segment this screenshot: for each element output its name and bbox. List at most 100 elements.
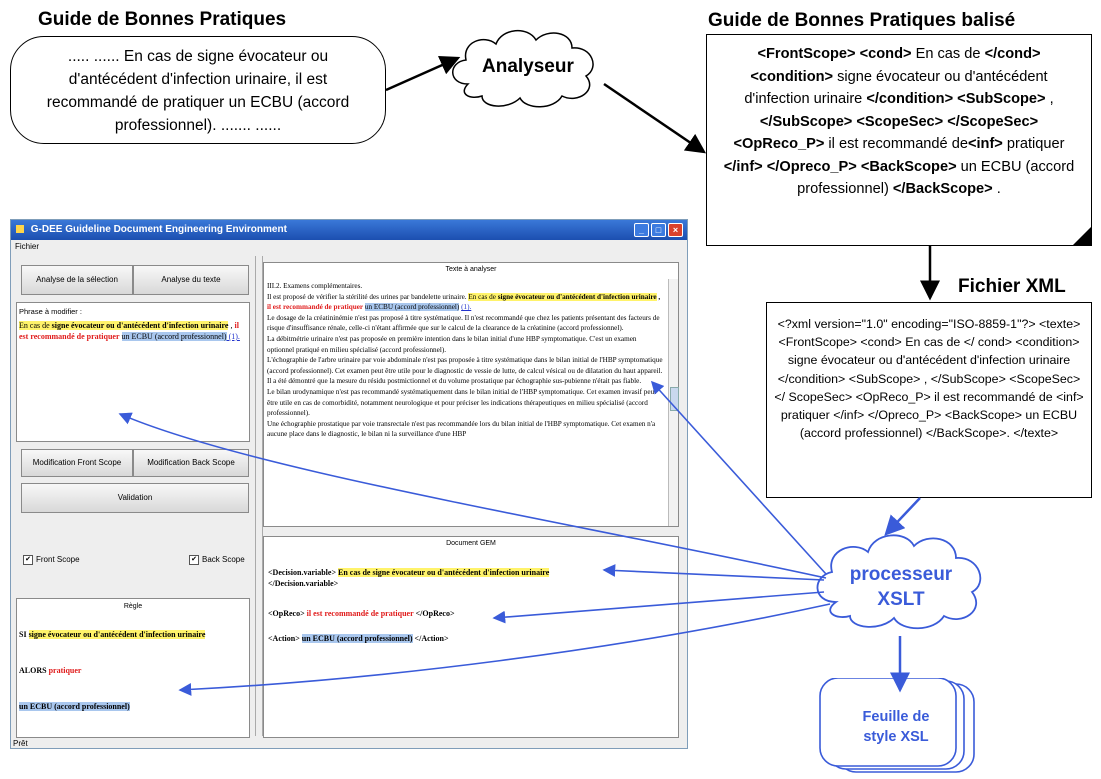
phrase-segment: il est recommandé de pratiquer: [19, 321, 239, 341]
gem-op-open: <OpReco>: [268, 609, 305, 618]
analyseur-cloud: [452, 30, 594, 108]
source-text-bubble: ..... ...... En cas de signe évocateur o…: [10, 36, 386, 144]
left-title: Guide de Bonnes Pratiques: [38, 9, 287, 30]
checkmark-icon: ✔: [189, 555, 199, 565]
analyse-texte-button[interactable]: Analyse du texte: [133, 265, 249, 295]
tagged-content: il est recommandé de: [824, 136, 968, 152]
tagged-content: signe évocateur ou d'antécédent d'infect…: [744, 68, 1048, 108]
maximize-icon[interactable]: □: [651, 223, 666, 237]
splitter[interactable]: [255, 256, 263, 736]
texte-highlight: ,: [656, 292, 661, 301]
scroll-thumb[interactable]: [670, 387, 679, 411]
gem-ac-close: </Action>: [414, 634, 449, 643]
gem-ac-text: un ECBU (accord professionnel): [301, 634, 413, 643]
checkmark-icon: ✔: [23, 555, 33, 565]
tagged-text: <FrontScope> <cond> En cas de </cond> <c…: [724, 46, 1074, 197]
phrase-segment: (1).: [226, 332, 240, 341]
xml-text: <?xml version="1.0" encoding="ISO-8859-1…: [774, 317, 1084, 441]
window-title: G-DEE Guideline Document Engineering Env…: [30, 224, 287, 235]
back-scope-label: Back Scope: [202, 555, 245, 565]
gem-dv-open: <Decision.variable>: [268, 568, 336, 577]
regle-panel: Règle SI signe évocateur ou d'antécédent…: [16, 598, 250, 738]
texte-paragraph: Le dosage de la créatininémie n'est pas …: [267, 313, 660, 333]
minimize-icon[interactable]: _: [634, 223, 649, 237]
window-titlebar: G-DEE Guideline Document Engineering Env…: [11, 220, 687, 240]
app-icon: [16, 225, 24, 234]
modification-back-button[interactable]: Modification Back Scope: [133, 449, 249, 477]
regle-action: pratiquer: [48, 666, 82, 675]
regle-object-line: un ECBU (accord professionnel): [19, 702, 130, 711]
texte-paragraph: L'échographie de l'arbre urinaire par vo…: [267, 356, 663, 386]
regle-alors-line: ALORS pratiquer: [19, 666, 81, 675]
tagged-guide-box: <FrontScope> <cond> En cas de </cond> <c…: [706, 34, 1092, 246]
validation-button[interactable]: Validation: [21, 483, 249, 513]
texte-scrollbar[interactable]: [668, 279, 679, 526]
gem-decision-variable: <Decision.variable> En cas de signe évoc…: [268, 567, 668, 589]
tagged-markup: </condition> <SubScope>: [866, 91, 1046, 107]
texte-highlight: (1).: [461, 303, 472, 312]
tagged-content: un ECBU (accord professionnel): [797, 158, 1075, 198]
phrase-label: Phrase à modifier :: [19, 307, 82, 316]
xsl-stack: [819, 678, 975, 773]
tagged-content: ,: [1045, 91, 1054, 107]
tagged-content: pratiquer: [1002, 136, 1065, 152]
gdee-window: G-DEE Guideline Document Engineering Env…: [10, 219, 688, 749]
regle-si-line: SI signe évocateur ou d'antécédent d'inf…: [19, 630, 206, 639]
tagged-markup: </SubScope> <ScopeSec> </ScopeSec> <OpRe…: [733, 113, 1039, 153]
gem-op-close: </OpReco>: [415, 609, 455, 618]
xml-box: <?xml version="1.0" encoding="ISO-8859-1…: [766, 302, 1092, 498]
gem-title: Document GEM: [446, 540, 496, 547]
xslt-label: processeur XSLT: [849, 564, 953, 610]
gem-op-text: il est recommandé de pratiquer: [306, 609, 414, 618]
xml-title: Fichier XML: [958, 276, 1066, 297]
texte-highlight: il est recommandé de pratiquer: [267, 303, 364, 312]
menu-fichier[interactable]: Fichier: [15, 242, 40, 251]
texte-highlight: signe évocateur ou d'antécédent d'infect…: [497, 292, 657, 301]
texte-panel: Texte à analyser III.2. Examens compléme…: [263, 262, 679, 527]
texte-paragraph: Il est proposé de vérifier la stérilité …: [267, 292, 661, 312]
texte-paragraph: Une échographie prostatique par voie tra…: [267, 419, 656, 439]
texte-highlight: En cas de: [468, 292, 498, 301]
gem-dv-text: En cas de signe évocateur ou d'antécéden…: [338, 568, 550, 577]
tagged-box-corner: [1072, 226, 1092, 246]
phrase-panel: Phrase à modifier : En cas de signe évoc…: [16, 302, 250, 442]
analyseur-label: Analyseur: [482, 56, 574, 77]
arrow-analyseur-to-tagged: [603, 82, 707, 154]
gem-dv-close: </Decision.variable>: [268, 579, 339, 588]
texte-highlight: un ECBU (accord professionnel): [364, 303, 460, 312]
regle-si: SI: [19, 630, 27, 639]
tagged-content: En cas de: [911, 46, 985, 62]
tagged-markup: </cond> <condition>: [750, 46, 1041, 85]
tagged-content: .: [992, 181, 1001, 197]
gem-panel: Document GEM <Decision.variable> En cas …: [263, 536, 679, 738]
texte-title: Texte à analyser: [445, 266, 497, 273]
gem-ac-open: <Action>: [268, 634, 300, 643]
gem-action: <Action> un ECBU (accord professionnel) …: [268, 634, 449, 643]
modification-front-button[interactable]: Modification Front Scope: [21, 449, 133, 477]
phrase-segment: ,: [228, 321, 235, 330]
analyse-selection-button[interactable]: Analyse de la sélection: [21, 265, 133, 295]
phrase-segment: signe évocateur ou d'antécédent d'infect…: [51, 321, 229, 330]
texte-paragraph: Le bilan urodynamique n'est pas recomman…: [267, 387, 657, 418]
tagged-markup: <FrontScope> <cond>: [757, 46, 912, 62]
texte-paragraph: La débitmétrie urinaire n'est pas propos…: [267, 334, 637, 354]
tagged-markup: </BackScope>: [892, 181, 993, 197]
status-bar: Prêt: [13, 739, 28, 748]
texte-body[interactable]: III.2. Examens complémentaires. Il est p…: [267, 281, 663, 525]
right-title: Guide de Bonnes Pratiques balisé: [708, 10, 1016, 31]
tagged-markup: <inf>: [967, 136, 1003, 152]
source-text: ..... ...... En cas de signe évocateur o…: [46, 48, 350, 134]
gem-opreco: <OpReco> il est recommandé de pratiquer …: [268, 609, 455, 618]
close-icon[interactable]: ×: [668, 223, 683, 237]
regle-object: un ECBU (accord professionnel): [19, 702, 130, 711]
texte-paragraph: III.2. Examens complémentaires.: [267, 282, 363, 290]
phrase-text[interactable]: En cas de signe évocateur ou d'antécéden…: [19, 320, 247, 342]
xslt-cloud: [816, 534, 982, 630]
front-scope-label: Front Scope: [36, 555, 80, 565]
phrase-segment: En cas de: [19, 321, 52, 330]
phrase-segment: un ECBU (accord professionnel): [121, 332, 227, 341]
regle-alors: ALORS: [19, 666, 47, 675]
front-scope-checkbox[interactable]: ✔Front Scope: [23, 555, 80, 565]
back-scope-checkbox[interactable]: ✔Back Scope: [189, 555, 245, 565]
xsl-label: Feuille de style XSL: [862, 709, 930, 745]
